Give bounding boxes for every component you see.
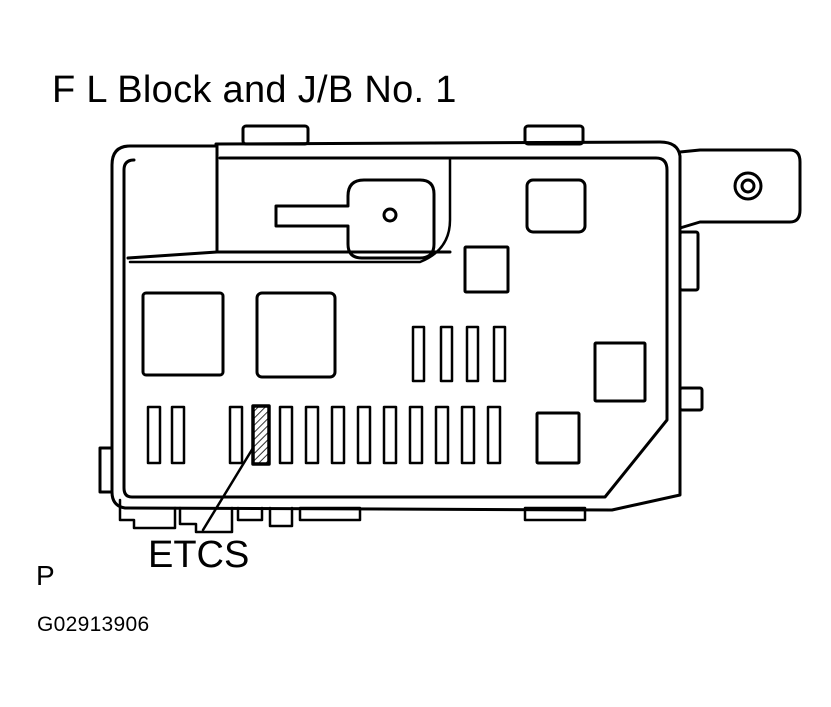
relay-large-left	[141, 291, 225, 377]
fuse-slot	[439, 325, 454, 383]
housing-outer	[110, 140, 682, 512]
relay-top-right	[525, 178, 587, 234]
fuse-slot	[492, 325, 507, 383]
fuse-slot	[170, 405, 186, 465]
upper-section	[126, 142, 452, 260]
mounting-ear	[678, 148, 802, 230]
callout-leader	[201, 446, 255, 532]
fuse-slot	[434, 405, 450, 465]
view-code-label: P	[36, 560, 55, 591]
bottom-tabs	[118, 498, 587, 534]
figure-id: G02913906	[37, 613, 150, 636]
fuse-slot	[408, 405, 424, 465]
fuse-slot	[228, 405, 244, 465]
fuse-slot	[411, 325, 426, 383]
fuse-slot	[278, 405, 294, 465]
mounting-hole	[733, 171, 763, 201]
fuse-slot	[486, 405, 502, 465]
etcs-callout-label: ETCS	[148, 534, 250, 576]
relay-holder	[274, 178, 436, 260]
fuse-row-upper	[411, 325, 507, 383]
fuse-slot	[304, 405, 320, 465]
etcs-fuse-highlight	[251, 404, 271, 466]
diagram-title: F L Block and J/B No. 1	[52, 69, 457, 111]
housing-inner-rim	[122, 156, 669, 499]
fuse-slot	[465, 325, 480, 383]
fuse-slot	[356, 405, 372, 465]
relay-large-center	[255, 291, 337, 379]
fuse-slot	[330, 405, 346, 465]
fuse-slot	[382, 405, 398, 465]
fuse-slot	[460, 405, 476, 465]
fuse-row-lower	[146, 405, 502, 465]
fuse-slot	[146, 405, 162, 465]
